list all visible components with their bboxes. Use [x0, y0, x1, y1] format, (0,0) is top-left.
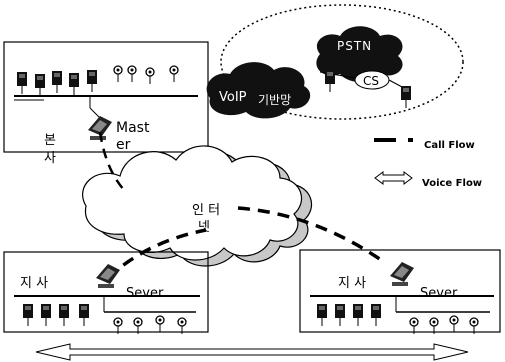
terminal-icon	[155, 315, 165, 333]
master-label-line1: Mast	[116, 120, 150, 136]
branch-right-server-label: Sever	[420, 286, 458, 301]
call-flow-paths	[98, 131, 385, 280]
call-flow-internet-branch-left	[106, 228, 207, 280]
voice-flow-arrow-icon	[374, 171, 413, 185]
branch-right-box	[299, 249, 501, 333]
branch-right-server-icon	[390, 262, 414, 286]
voice-flow-arrow-icon	[35, 343, 469, 361]
hq-label-line2: 사	[44, 151, 56, 166]
branch-right-phones	[316, 303, 382, 327]
branch-left-site: 지 사 Sever	[3, 251, 209, 335]
phone-icon	[16, 71, 28, 95]
branch-left-server-label: Sever	[126, 286, 164, 301]
internet-area: 인 터 넷	[82, 145, 313, 267]
dotted-ellipse	[220, 4, 464, 120]
branch-right-terminals	[409, 315, 479, 335]
cs-label: CS	[363, 74, 379, 88]
phone-icon	[334, 303, 346, 327]
voip-label: VoIP	[219, 90, 247, 105]
pstn-voip-area: PSTN VoIP 기반망 CS	[206, 4, 464, 120]
branch-left-phones	[22, 303, 90, 327]
internet-label-line1: 인 터	[192, 203, 220, 218]
branch-left-box	[3, 251, 209, 333]
pstn-label: PSTN	[337, 39, 372, 53]
hq-terminals	[113, 65, 179, 85]
terminal-icon	[127, 65, 137, 83]
terminal-icon	[169, 65, 179, 83]
hq-label-line1: 본	[44, 133, 56, 148]
hq-site: 본 사 Mast er	[3, 41, 209, 166]
legend: Call Flow Voice Flow	[374, 138, 482, 189]
phone-icon	[68, 72, 80, 96]
phone-icon	[316, 303, 328, 327]
phone-icon	[324, 69, 336, 93]
phone-icon	[370, 303, 382, 327]
phone-icon	[34, 73, 46, 97]
terminal-icon	[449, 315, 459, 333]
phone-icon	[400, 85, 412, 109]
master-label-line2: er	[116, 137, 131, 153]
branch-left-terminals	[113, 315, 187, 335]
voip-suffix-label: 기반망	[258, 93, 291, 107]
branch-left-server-icon	[96, 264, 120, 288]
phone-icon	[86, 69, 98, 93]
legend-call-flow-label: Call Flow	[424, 140, 475, 151]
phone-icon	[78, 303, 90, 327]
phone-icon	[40, 303, 52, 327]
voip-cloud	[206, 62, 311, 119]
call-flow-hq-internet	[98, 131, 125, 191]
branch-right-label: 지 사	[338, 276, 366, 291]
terminal-icon	[113, 65, 123, 83]
phone-icon	[51, 70, 63, 94]
terminal-icon	[145, 67, 155, 85]
phone-icon	[22, 303, 34, 327]
legend-voice-flow-label: Voice Flow	[422, 178, 482, 189]
phone-icon	[352, 303, 364, 327]
hq-phones	[16, 69, 98, 97]
hq-box	[3, 41, 209, 153]
branch-left-label: 지 사	[20, 276, 48, 291]
phone-icon	[58, 303, 70, 327]
branch-right-site: 지 사 Sever	[299, 249, 501, 335]
pstn-cloud	[316, 26, 403, 83]
